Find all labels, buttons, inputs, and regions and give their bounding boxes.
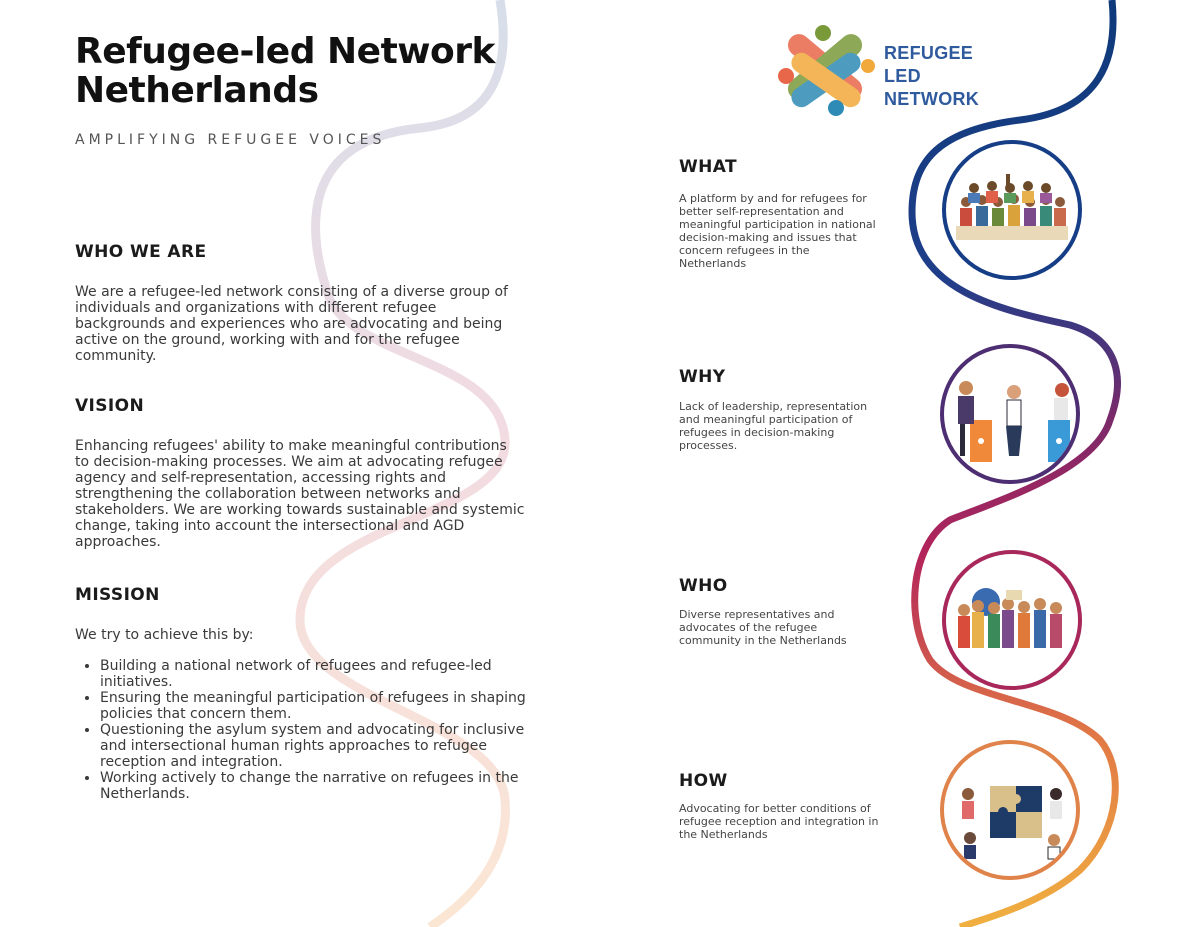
title-line-1: Refugee-led Network [75,31,495,72]
logo-text-line-2: LED [884,66,921,86]
what-text: A platform by and for refugees for bette… [679,192,876,270]
debate-illustration-icon [958,381,1070,462]
mission-item: Building a national network of refugees … [100,658,550,690]
why-text: Lack of leadership, representation and m… [679,400,868,452]
page-subtitle: AMPLIFYING REFUGEE VOICES [75,132,386,148]
what-illustration-frame [942,140,1082,280]
who-heading: WHO [679,576,728,596]
page-title: Refugee-led Network Netherlands [75,32,545,110]
mission-list: Building a national network of refugees … [75,658,550,802]
mission-item: Ensuring the meaningful participation of… [100,690,550,722]
title-line-2: Netherlands [75,70,319,111]
who-we-are-heading: WHO WE ARE [75,242,207,262]
how-heading: HOW [679,771,728,791]
logo-text-line-1: REFUGEE [884,43,974,63]
who-we-are-text: We are a refugee-led network consisting … [75,284,508,364]
who-text: Diverse representatives and advocates of… [679,608,847,647]
mission-item: Questioning the asylum system and advoca… [100,722,550,770]
logo-text-line-3: NETWORK [884,89,980,109]
who-illustration-frame [942,550,1082,690]
vision-heading: VISION [75,396,145,416]
mission-heading: MISSION [75,585,160,605]
how-text: Advocating for better conditions of refu… [679,802,879,841]
crowd-illustration-icon [958,588,1062,648]
why-illustration-frame [940,344,1080,484]
puzzle-illustration-icon [962,786,1062,860]
what-heading: WHAT [679,157,738,177]
vision-text: Enhancing refugees' ability to make mean… [75,438,525,550]
refugee-led-network-logo-icon [778,25,875,116]
mission-item: Working actively to change the narrative… [100,770,550,802]
mission-intro: We try to achieve this by: [75,627,254,643]
audience-illustration-icon [956,174,1068,240]
how-illustration-frame [940,740,1080,880]
why-heading: WHY [679,367,726,387]
